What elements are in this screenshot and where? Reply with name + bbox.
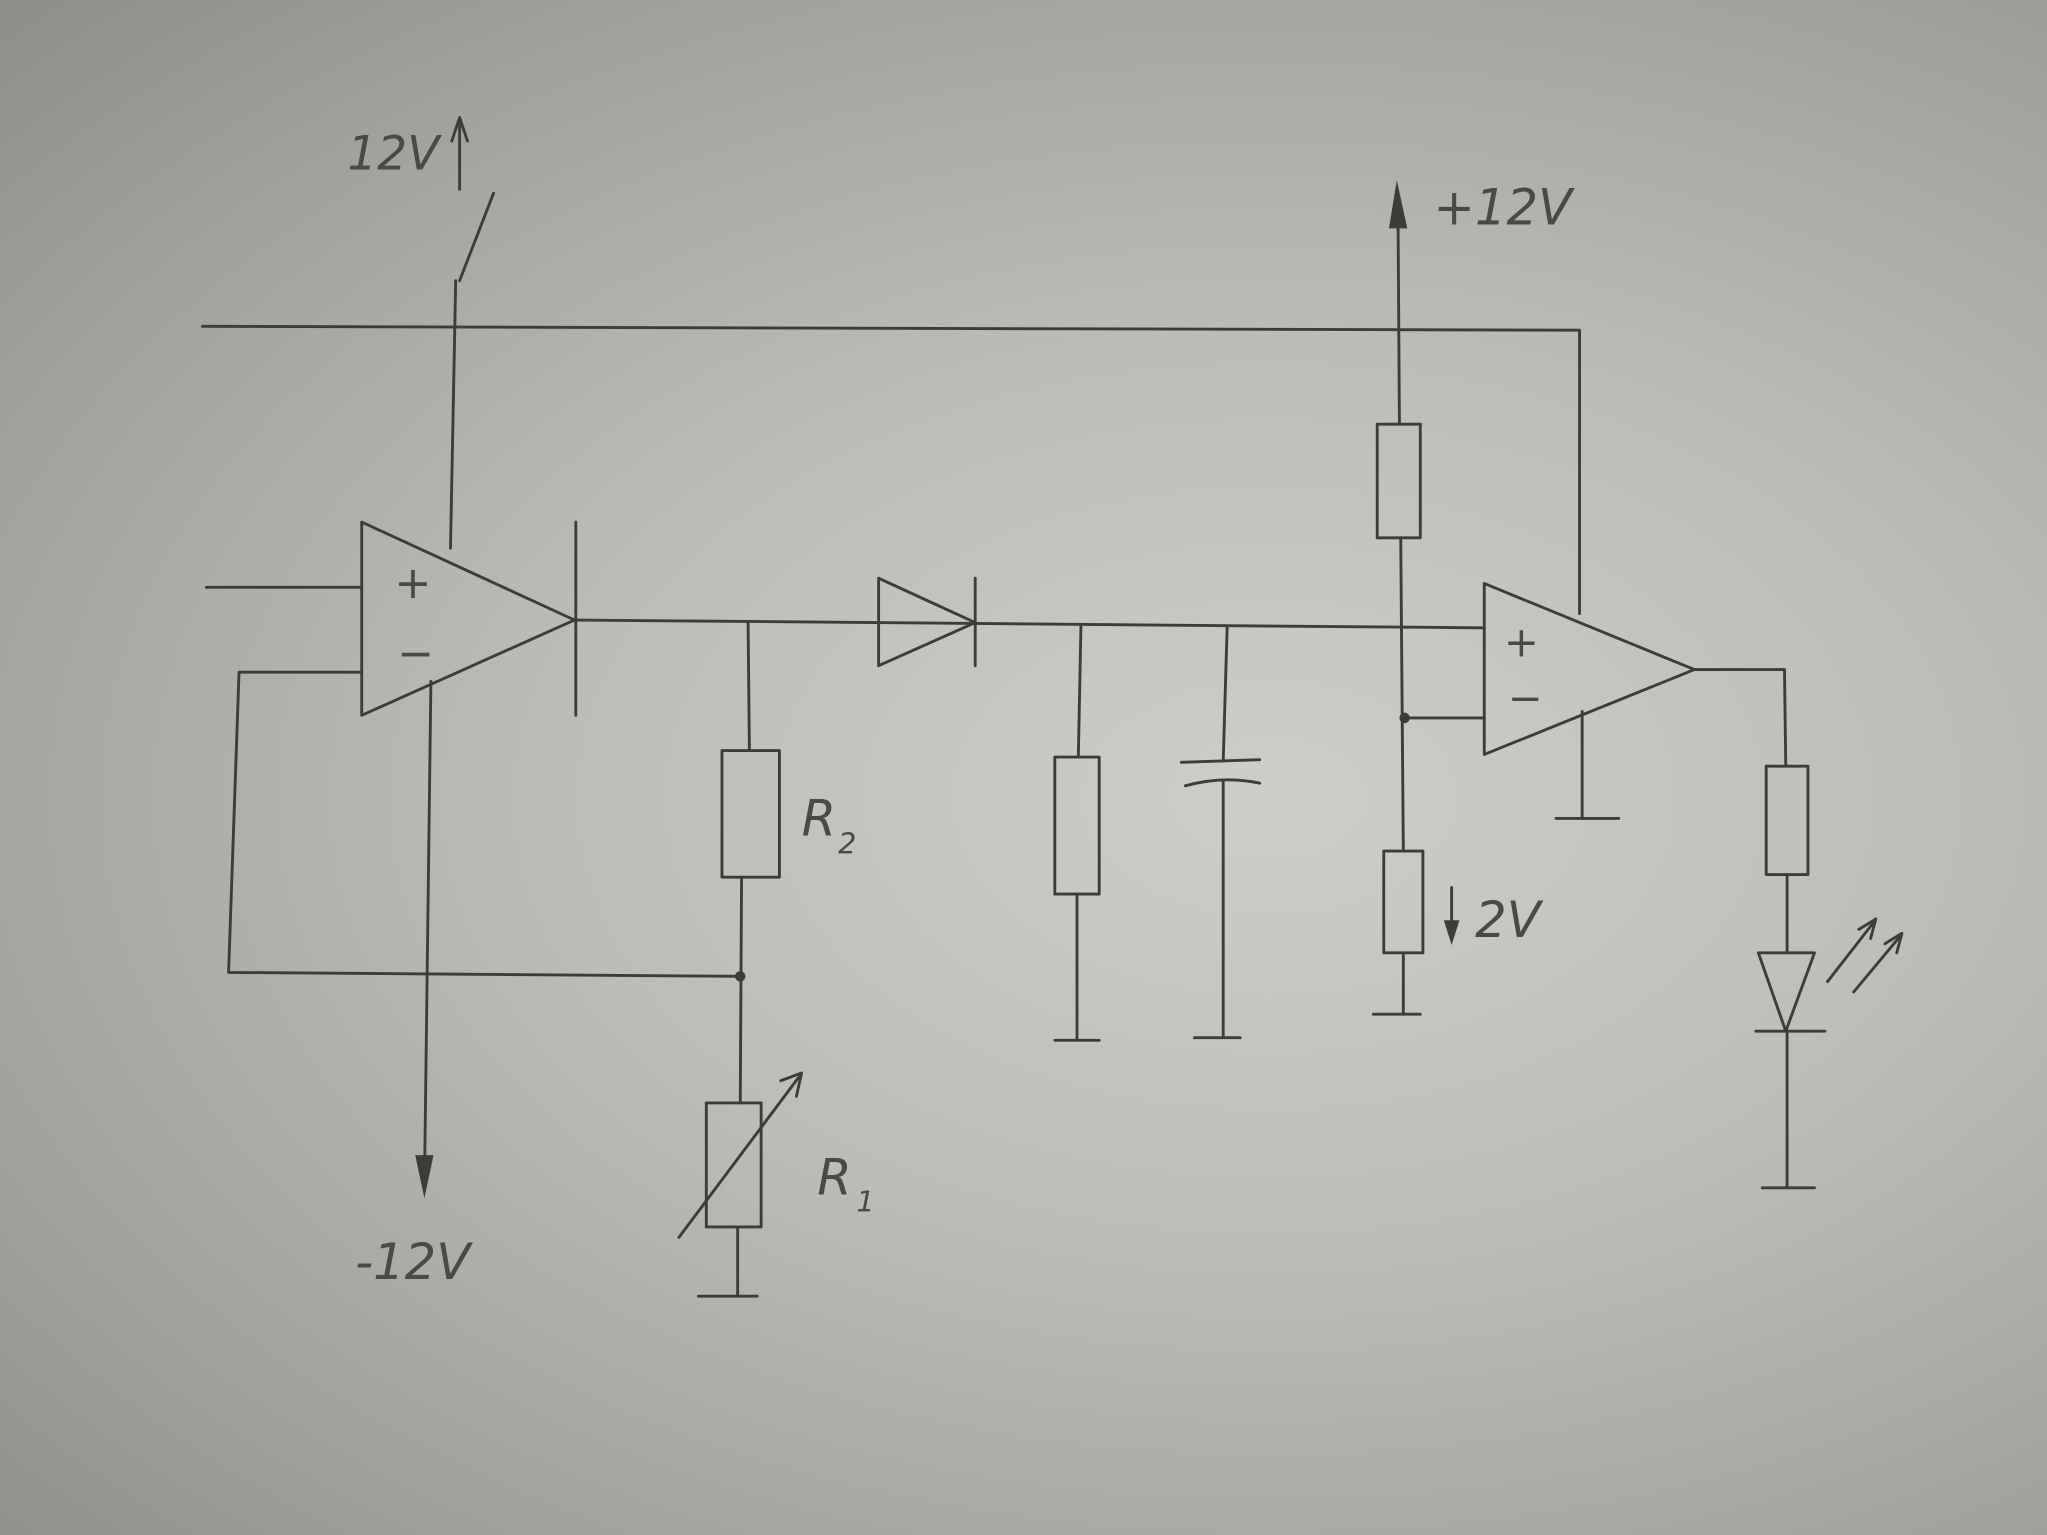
switch bbox=[458, 191, 495, 283]
opamp1-minus: − bbox=[397, 628, 434, 679]
led-output-branch bbox=[1692, 668, 1904, 1190]
reference-divider: +12V 2V bbox=[1371, 179, 1575, 1016]
led bbox=[1756, 951, 1816, 1033]
resistor-r2-branch: R 2 bbox=[720, 621, 856, 1105]
capacitor bbox=[1180, 626, 1262, 1040]
opamp2-plus: + bbox=[1504, 618, 1539, 667]
label-r1: R bbox=[817, 1148, 851, 1206]
opamp1-plus: + bbox=[394, 558, 431, 609]
resistor-shunt bbox=[1053, 625, 1101, 1042]
opamp-2: + − bbox=[1482, 582, 1696, 820]
label-neg-12v: -12V bbox=[355, 1233, 473, 1291]
feedback-wire bbox=[227, 670, 742, 978]
label-pos-12v: +12V bbox=[1433, 179, 1575, 237]
opamp-1: + − bbox=[360, 520, 576, 717]
label-12v: 12V bbox=[347, 127, 442, 182]
supply-neg-12v: -12V bbox=[355, 679, 473, 1291]
label-2v: 2V bbox=[1475, 891, 1544, 949]
opamp2-minus: − bbox=[1508, 674, 1543, 723]
top-rail-wire bbox=[201, 324, 1581, 615]
light-arrow bbox=[1826, 921, 1875, 984]
main-signal-wire bbox=[574, 618, 1484, 630]
label-r1-sub: 1 bbox=[856, 1184, 874, 1218]
diode-2 bbox=[877, 576, 977, 668]
label-r2: R bbox=[802, 789, 836, 847]
supply-12v-left: 12V bbox=[347, 116, 495, 550]
light-arrow bbox=[1852, 935, 1901, 994]
potentiometer-r1: R 1 bbox=[677, 1071, 875, 1298]
label-r2-sub: 2 bbox=[838, 827, 856, 861]
